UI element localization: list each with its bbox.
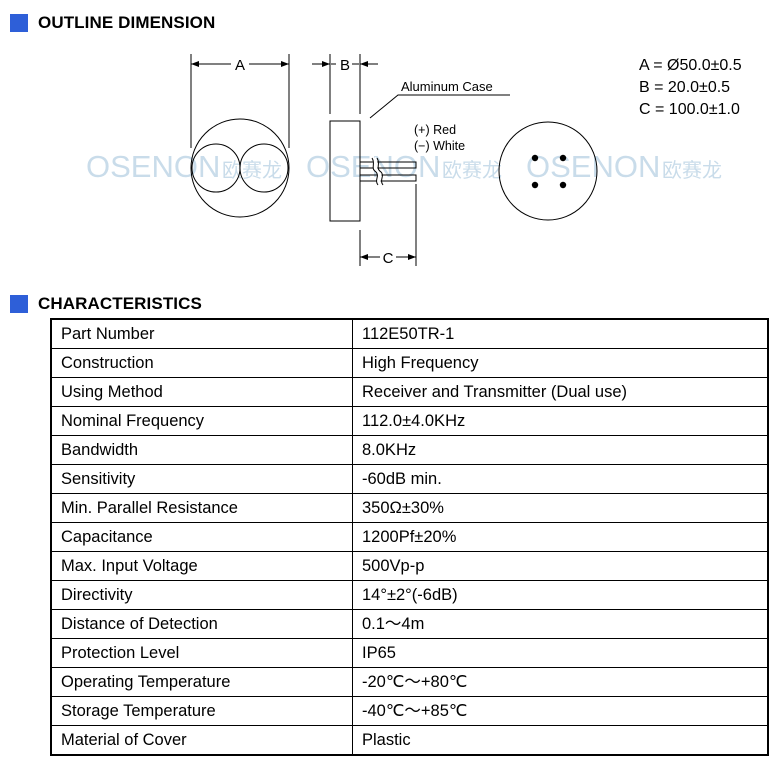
dimension-value: C = 100.0±1.0 bbox=[639, 101, 740, 118]
spec-value: 0.1～4m bbox=[352, 609, 769, 639]
spec-label: Distance of Detection bbox=[50, 609, 353, 639]
spec-value: IP65 bbox=[352, 638, 769, 668]
wire-white-label: (−) White bbox=[414, 139, 465, 153]
aluminum-case-label: Aluminum Case bbox=[401, 79, 493, 94]
spec-label: Material of Cover bbox=[50, 725, 353, 756]
spec-label: Bandwidth bbox=[50, 435, 353, 465]
spec-label: Capacitance bbox=[50, 522, 353, 552]
watermark-text: 欧赛龙 bbox=[662, 159, 722, 182]
section-marker-icon bbox=[10, 14, 28, 32]
spec-label: Directivity bbox=[50, 580, 353, 610]
spec-value: -60dB min. bbox=[352, 464, 769, 494]
dimension-value: B = 20.0±0.5 bbox=[639, 79, 730, 96]
spec-value: Receiver and Transmitter (Dual use) bbox=[352, 377, 769, 407]
spec-label: Construction bbox=[50, 348, 353, 378]
spec-value: -20℃～+80℃ bbox=[352, 667, 769, 697]
spec-value: 8.0KHz bbox=[352, 435, 769, 465]
watermark-text: 欧赛龙 bbox=[222, 159, 282, 182]
table-row: Operating Temperature-20℃～+80℃ bbox=[50, 667, 769, 697]
spec-value: Plastic bbox=[352, 725, 769, 756]
spec-value: 14°±2°(-6dB) bbox=[352, 580, 769, 610]
table-row: Storage Temperature-40℃～+85℃ bbox=[50, 696, 769, 726]
spec-value: 112E50TR-1 bbox=[352, 318, 769, 349]
watermark: OSENON 欧赛龙 OSENON 欧赛龙 OSENON 欧赛龙 bbox=[86, 149, 722, 184]
section-title-characteristics: CHARACTERISTICS bbox=[38, 294, 202, 313]
spec-value: 350Ω±30% bbox=[352, 493, 769, 523]
spec-value: High Frequency bbox=[352, 348, 769, 378]
wire-red-label: (+) Red bbox=[414, 123, 456, 137]
watermark-text: OSENON bbox=[526, 149, 660, 184]
spec-label: Operating Temperature bbox=[50, 667, 353, 697]
outline-dimension-header: OUTLINE DIMENSION bbox=[10, 13, 215, 33]
spec-label: Using Method bbox=[50, 377, 353, 407]
dimension-values: A = Ø50.0±0.5 B = 20.0±0.5 C = 100.0±1.0 bbox=[639, 57, 742, 118]
spec-label: Protection Level bbox=[50, 638, 353, 668]
rear-view bbox=[498, 121, 598, 221]
side-view bbox=[312, 54, 510, 266]
spec-label: Part Number bbox=[50, 318, 353, 349]
front-view bbox=[190, 54, 290, 218]
dimension-c-label: C bbox=[383, 250, 394, 267]
dimension-b-label: B bbox=[340, 57, 350, 74]
spec-label: Nominal Frequency bbox=[50, 406, 353, 436]
spec-label: Sensitivity bbox=[50, 464, 353, 494]
spec-label: Max. Input Voltage bbox=[50, 551, 353, 581]
section-title-outline: OUTLINE DIMENSION bbox=[38, 13, 216, 32]
spec-value: 1200Pf±20% bbox=[352, 522, 769, 552]
spec-value: 500Vp-p bbox=[352, 551, 769, 581]
watermark-text: OSENON bbox=[86, 149, 220, 184]
characteristics-header: CHARACTERISTICS bbox=[10, 294, 202, 314]
spec-value: 112.0±4.0KHz bbox=[352, 406, 769, 436]
spec-label: Min. Parallel Resistance bbox=[50, 493, 353, 523]
section-marker-icon bbox=[10, 295, 28, 313]
dimension-value: A = Ø50.0±0.5 bbox=[639, 57, 742, 74]
watermark-text: 欧赛龙 bbox=[442, 159, 502, 182]
table-row: Sensitivity-60dB min. bbox=[50, 464, 769, 494]
dimension-a-label: A bbox=[235, 57, 245, 74]
spec-value: -40℃～+85℃ bbox=[352, 696, 769, 726]
spec-label: Storage Temperature bbox=[50, 696, 353, 726]
outline-drawing: OSENON 欧赛龙 OSENON 欧赛龙 OSENON 欧赛龙 A bbox=[86, 54, 742, 267]
